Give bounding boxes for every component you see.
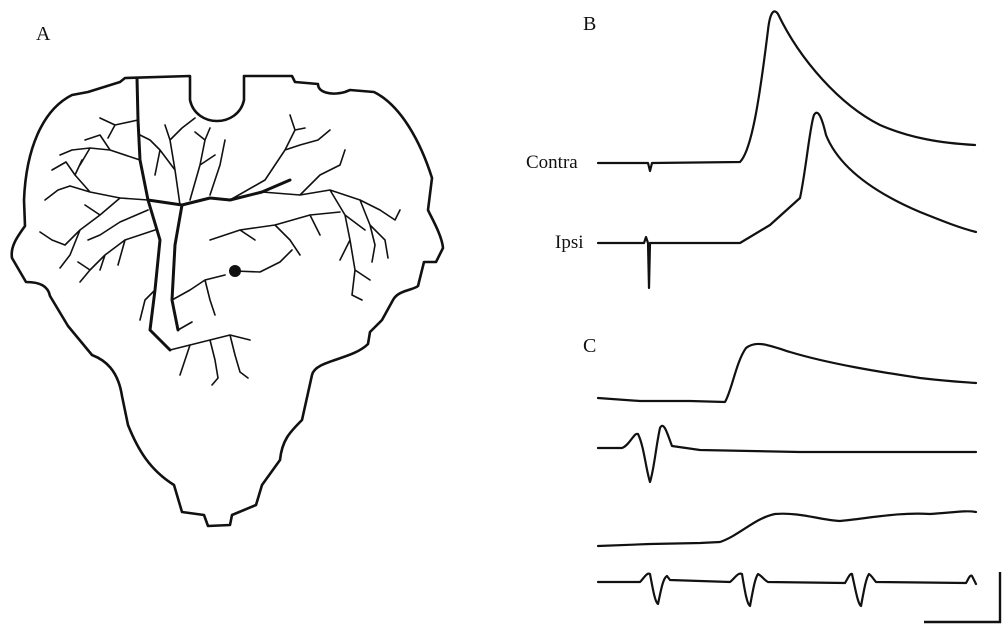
trace-ipsi <box>598 113 976 288</box>
panel-c-label: C <box>583 335 596 357</box>
trace-label-contra: Contra <box>526 152 578 173</box>
lower-arbor <box>140 275 250 385</box>
trace-contra <box>598 11 975 171</box>
panel-c <box>598 344 1000 622</box>
axon-cross-branch <box>148 200 170 350</box>
panel-b-label: B <box>583 13 596 35</box>
brain-outline <box>12 76 443 526</box>
scale-bar <box>924 572 1000 622</box>
panel-a-drawing <box>12 76 443 526</box>
trace-c1 <box>598 344 976 402</box>
trace-c2 <box>598 426 976 482</box>
upper-arbor <box>140 118 225 205</box>
trace-label-ipsi: Ipsi <box>555 232 584 253</box>
trace-c3 <box>598 511 976 546</box>
panel-a-label: A <box>36 23 51 45</box>
soma-process <box>235 250 292 272</box>
panel-b: Contra Ipsi <box>526 11 976 288</box>
trace-c4 <box>598 574 976 606</box>
axon-down-branch <box>172 205 182 330</box>
